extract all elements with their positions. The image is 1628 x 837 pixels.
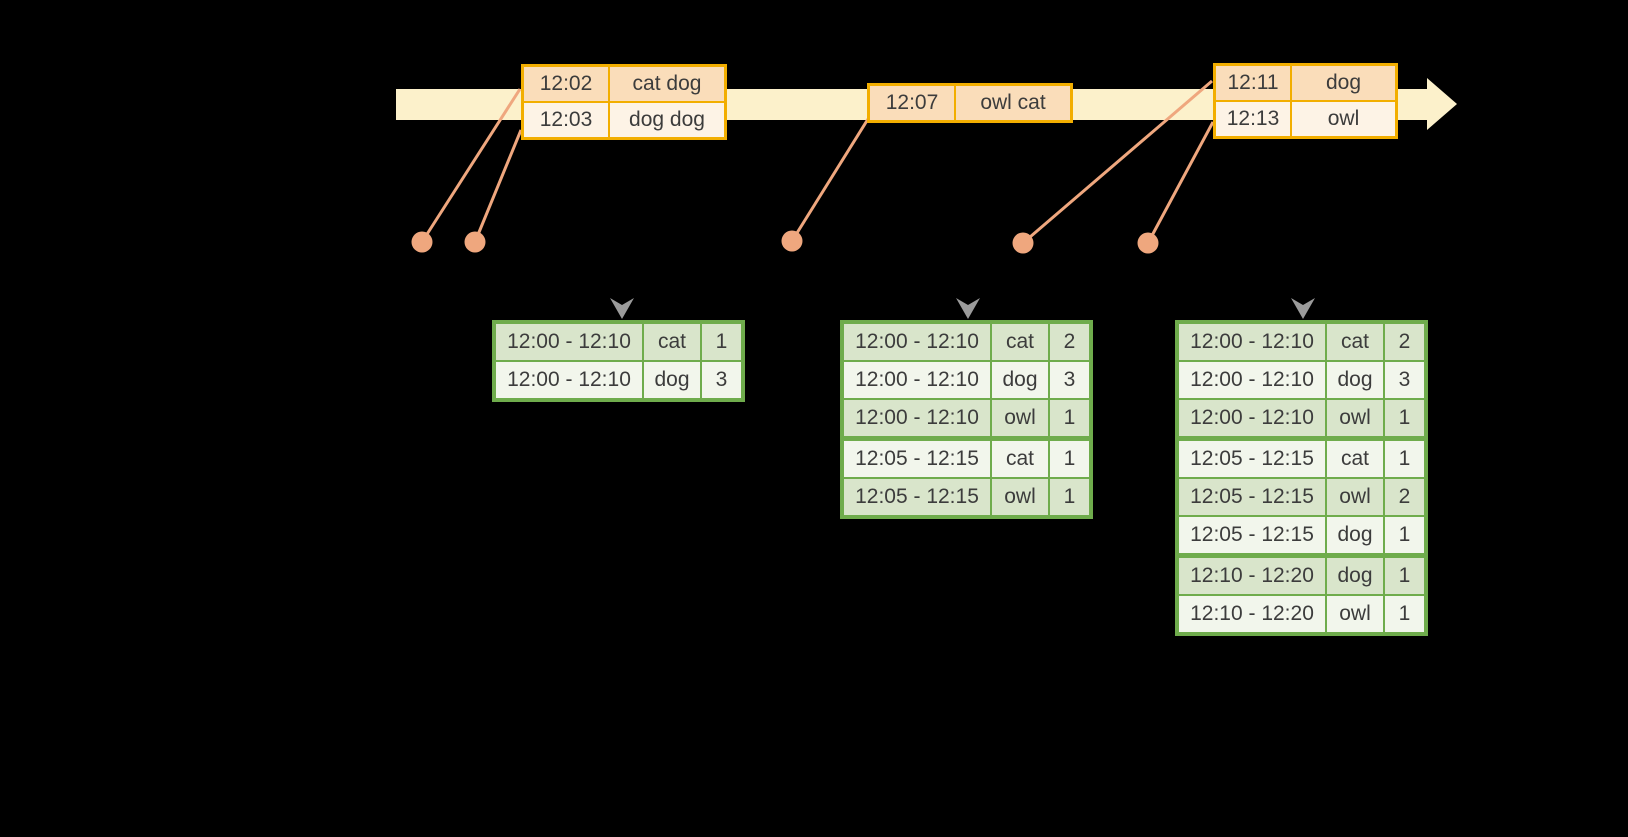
event-words-cell: dog [1292,66,1395,100]
result-window-cell: 12:10 - 12:20 [1179,596,1325,632]
event-dot [411,231,433,253]
result-word-cell: cat [992,324,1048,360]
event-time-cell: 12:02 [524,67,608,101]
result-count-cell: 3 [1050,362,1089,398]
result-window-cell: 12:00 - 12:10 [844,324,990,360]
result-word-cell: dog [992,362,1048,398]
event-words-cell: owl [1292,102,1395,136]
result-window-cell: 12:00 - 12:10 [1179,324,1325,360]
result-count-cell: 3 [702,362,741,398]
event-time-cell: 12:03 [524,103,608,137]
trigger-arrowhead-icon [610,298,634,319]
result-word-cell: owl [1327,479,1383,515]
event-dot [781,230,803,252]
result-count-cell: 1 [1385,596,1424,632]
event-dot [1012,232,1034,254]
result-count-cell: 1 [1050,479,1089,515]
result-window-cell: 12:00 - 12:10 [1179,362,1325,398]
result-count-cell: 2 [1385,479,1424,515]
result-window-cell: 12:05 - 12:15 [1179,441,1325,477]
event-dot [464,231,486,253]
event-dot [1137,232,1159,254]
result-count-cell: 1 [1385,517,1424,553]
timeline-arrowhead-icon [1427,78,1457,130]
result-word-cell: dog [1327,558,1383,594]
result-word-cell: cat [1327,324,1383,360]
result-window-cell: 12:00 - 12:10 [1179,400,1325,436]
result-word-cell: owl [992,479,1048,515]
result-window-cell: 12:05 - 12:15 [1179,517,1325,553]
event-time-cell: 12:11 [1216,66,1290,100]
result-window-cell: 12:00 - 12:10 [844,400,990,436]
event-words-cell: cat dog [610,67,724,101]
event-time-cell: 12:13 [1216,102,1290,136]
result-count-cell: 2 [1385,324,1424,360]
event-time-cell: 12:07 [870,86,954,120]
event-connector-line [473,129,523,243]
result-word-cell: cat [644,324,700,360]
result-count-cell: 1 [702,324,741,360]
result-count-cell: 1 [1385,400,1424,436]
result-count-cell: 2 [1050,324,1089,360]
result-count-cell: 1 [1385,558,1424,594]
result-word-cell: dog [1327,362,1383,398]
trigger-arrowhead-icon [1291,298,1315,319]
result-word-cell: owl [1327,400,1383,436]
result-window-cell: 12:05 - 12:15 [1179,479,1325,515]
event-connector-line [1022,79,1213,245]
result-window-cell: 12:10 - 12:20 [1179,558,1325,594]
event-words-cell: dog dog [610,103,724,137]
result-window-cell: 12:00 - 12:10 [496,324,642,360]
result-word-cell: cat [992,441,1048,477]
result-count-cell: 1 [1050,441,1089,477]
result-word-cell: dog [1327,517,1383,553]
result-word-cell: owl [992,400,1048,436]
result-window-cell: 12:00 - 12:10 [496,362,642,398]
result-word-cell: owl [1327,596,1383,632]
result-word-cell: cat [1327,441,1383,477]
result-count-cell: 1 [1050,400,1089,436]
result-window-cell: 12:05 - 12:15 [844,441,990,477]
event-connector-line [1146,121,1215,244]
event-connector-line [420,88,522,243]
event-connector-line [790,118,870,242]
result-word-cell: dog [644,362,700,398]
event-words-cell: owl cat [956,86,1070,120]
trigger-arrowhead-icon [956,298,980,319]
result-count-cell: 1 [1385,441,1424,477]
result-window-cell: 12:05 - 12:15 [844,479,990,515]
result-window-cell: 12:00 - 12:10 [844,362,990,398]
result-count-cell: 3 [1385,362,1424,398]
